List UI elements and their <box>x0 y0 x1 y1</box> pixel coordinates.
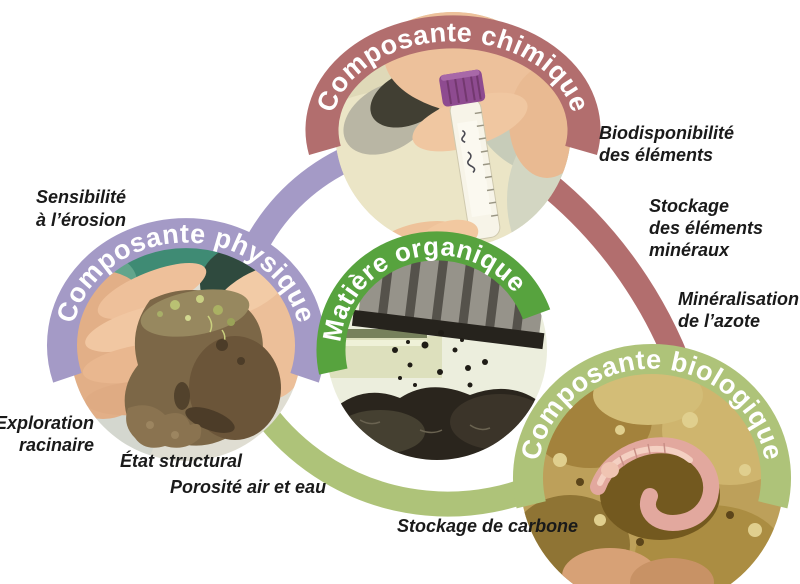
label-porosite: Porosité air et eau <box>170 477 326 497</box>
svg-text:Sensibilité: Sensibilité <box>36 187 126 207</box>
svg-text:des éléments: des éléments <box>599 145 713 165</box>
label-mineralisation-azote: Minéralisation de l’azote <box>678 289 799 331</box>
svg-text:à l’érosion: à l’érosion <box>36 210 126 230</box>
biologique-photo <box>520 346 784 584</box>
earthworm <box>590 437 720 531</box>
label-stockage-carbone: Stockage de carbone <box>397 516 578 536</box>
svg-text:de l’azote: de l’azote <box>678 311 760 331</box>
test-tube <box>439 69 501 240</box>
falling-compost <box>392 330 488 395</box>
band-organique <box>316 231 551 375</box>
svg-text:Minéralisation: Minéralisation <box>678 289 799 309</box>
svg-text:minéraux: minéraux <box>649 240 730 260</box>
band-biologique <box>513 344 791 509</box>
label-etat-structural: État structural <box>120 450 243 471</box>
label-stockage-mineraux: Stockage des éléments minéraux <box>649 196 763 260</box>
svg-text:des éléments: des éléments <box>649 218 763 238</box>
svg-text:Stockage: Stockage <box>649 196 729 216</box>
band-chimique <box>305 15 601 155</box>
svg-text:racinaire: racinaire <box>19 435 94 455</box>
label-biodisponibilite: Biodisponibilité des éléments <box>599 123 734 165</box>
label-exploration-racinaire: Exploration racinaire <box>0 413 94 455</box>
soil-crumbs <box>553 412 762 546</box>
label-sensibilite-erosion: Sensibilité à l’érosion <box>36 187 126 230</box>
band-physique <box>47 218 325 383</box>
svg-text:Biodisponibilité: Biodisponibilité <box>599 123 734 143</box>
svg-text:Exploration: Exploration <box>0 413 94 433</box>
